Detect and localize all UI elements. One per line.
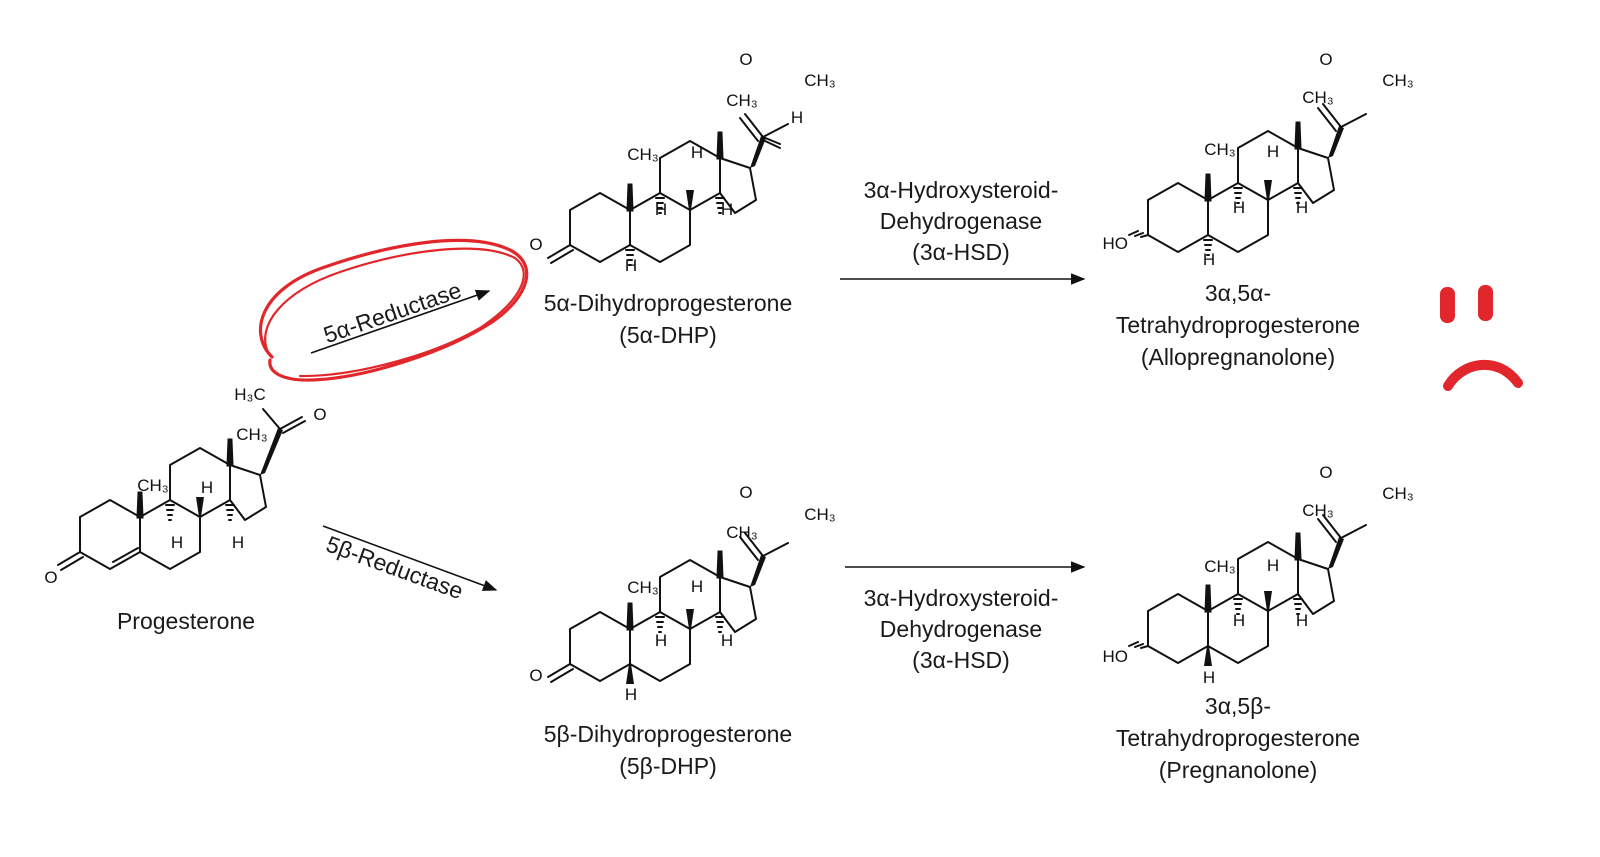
hsd-bottom-line3: (3α-HSD) (912, 647, 1010, 673)
atom-oxygen: O (739, 50, 752, 69)
atom-hydrogen: H (1233, 198, 1245, 217)
atom-hydrogen: H (721, 631, 733, 650)
atom-hydrogen: H (1203, 250, 1215, 269)
atom-oxygen: O (44, 568, 57, 587)
sad-face-eye-left (1440, 287, 1455, 323)
allo-label-line1: 3α,5α- (1205, 280, 1271, 306)
atom-hydrogen: H (232, 533, 244, 552)
atom-methyl: CH₃ (1302, 501, 1333, 520)
atom-methyl: CH₃ (1382, 484, 1413, 503)
atom-methyl: CH₃ (1382, 71, 1413, 90)
atom-methyl: CH₃ (1302, 88, 1333, 107)
dhp-beta-label: 5β-Dihydroprogesterone (544, 721, 792, 747)
atom-hydrogen: H (691, 143, 703, 162)
atom-hydrogen: H (655, 200, 667, 219)
arrow-5a-reductase (310, 289, 491, 354)
sad-face-mouth (1443, 360, 1523, 391)
atom-methyl: CH₃ (804, 505, 835, 524)
atom-oxygen: O (1319, 463, 1332, 482)
arrow-5b-reductase (322, 525, 498, 591)
atom-hydrogen: H (625, 685, 637, 704)
progesterone-structure (57, 408, 306, 571)
atom-hydroxyl: HO (1103, 234, 1129, 253)
red-circle-annotation (258, 238, 529, 382)
dhp-beta-abbrev: (5β-DHP) (619, 753, 717, 779)
pregna-label-line1: 3α,5β- (1205, 693, 1271, 719)
allo-label-line3: (Allopregnanolone) (1141, 344, 1335, 370)
atom-hydrogen: H (171, 533, 183, 552)
atom-methyl: CH₃ (1204, 557, 1235, 576)
pregna-label-line3: (Pregnanolone) (1159, 757, 1318, 783)
atom-oxygen: O (529, 235, 542, 254)
hsd-top-line3: (3α-HSD) (912, 239, 1010, 265)
allopregnanolone-structure (1128, 103, 1367, 256)
atom-methyl: H₃C (234, 385, 265, 404)
atom-methyl: CH₃ (804, 71, 835, 90)
sad-face-icon (1440, 285, 1523, 391)
atom-hydroxyl: HO (1103, 647, 1129, 666)
atom-hydrogen: H (1233, 611, 1245, 630)
dhp-alpha-abbrev: (5α-DHP) (619, 322, 717, 348)
dhp-beta-structure (546, 531, 790, 684)
atom-oxygen: O (529, 666, 542, 685)
atom-hydrogen: H (1296, 198, 1308, 217)
pregnanolone-structure (1128, 514, 1367, 666)
dhp-alpha-structure (546, 112, 790, 266)
hsd-bottom-line1: 3α-Hydroxysteroid- (864, 585, 1059, 611)
allo-label-line2: Tetrahydroprogesterone (1116, 312, 1360, 338)
atom-hydrogen: H (1296, 611, 1308, 630)
atom-methyl: CH₃ (236, 425, 267, 444)
hsd-top-line1: 3α-Hydroxysteroid- (864, 177, 1059, 203)
enzyme-5b-reductase-label: 5β-Reductase (323, 531, 467, 605)
atom-hydrogen: H (721, 200, 733, 219)
atom-hydrogen: H (1267, 556, 1279, 575)
atom-hydrogen: H (625, 256, 637, 275)
atom-hydrogen: H (655, 631, 667, 650)
atom-methyl: CH₃ (627, 578, 658, 597)
atom-oxygen: O (1319, 50, 1332, 69)
sad-face-eye-right (1478, 285, 1493, 321)
atom-hydrogen: H (791, 108, 803, 127)
atom-hydrogen: H (1267, 142, 1279, 161)
atom-methyl: CH₃ (137, 476, 168, 495)
atom-hydrogen: H (201, 478, 213, 497)
hsd-bottom-line2: Dehydrogenase (880, 616, 1042, 642)
progesterone-label: Progesterone (117, 608, 255, 634)
enzyme-5a-reductase-label: 5α-Reductase (320, 277, 464, 348)
atom-hydrogen: H (691, 577, 703, 596)
atom-methyl: CH₃ (726, 91, 757, 110)
dhp-alpha-label: 5α-Dihydroprogesterone (544, 290, 793, 316)
atom-hydrogen: H (1203, 668, 1215, 687)
atom-oxygen: O (739, 483, 752, 502)
atom-methyl: CH₃ (1204, 140, 1235, 159)
atom-methyl: CH₃ (726, 523, 757, 542)
hsd-top-line2: Dehydrogenase (880, 208, 1042, 234)
atom-oxygen: O (313, 405, 326, 424)
pregna-label-line2: Tetrahydroprogesterone (1116, 725, 1360, 751)
atom-methyl: CH₃ (627, 145, 658, 164)
